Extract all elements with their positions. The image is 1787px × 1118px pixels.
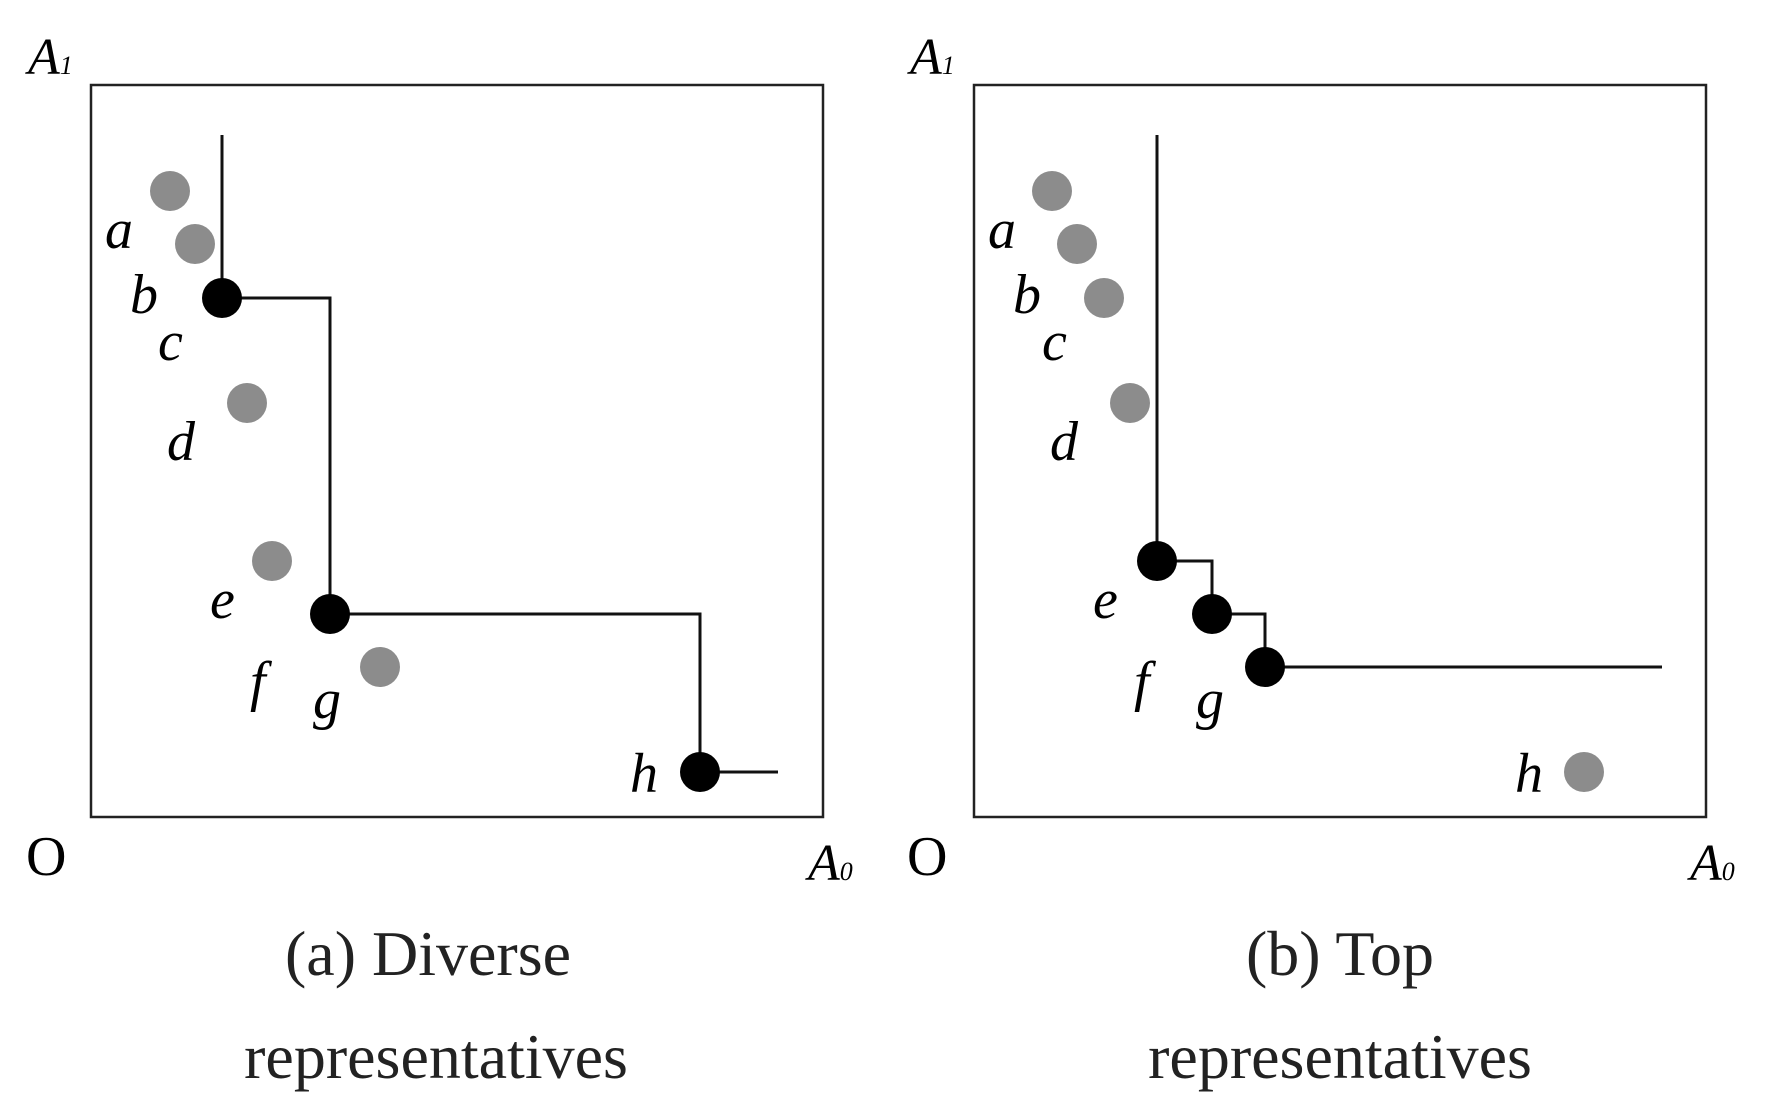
point-h-top [1564, 752, 1604, 792]
point-label-h-diverse: h [630, 743, 658, 805]
point-label-b-top: b [1013, 264, 1041, 326]
caption-title-top: (b) Top [1246, 918, 1434, 989]
point-g-diverse [360, 647, 400, 687]
origin-label-diverse: O [26, 826, 66, 888]
point-d-diverse [227, 383, 267, 423]
y-axis-label-diverse: A1 [25, 29, 73, 86]
point-label-a-diverse: a [105, 199, 133, 261]
point-b-top [1057, 224, 1097, 264]
point-a-top [1032, 171, 1072, 211]
point-b-diverse [175, 224, 215, 264]
plot-frame-top [972, 83, 1708, 819]
point-label-c-top: c [1042, 311, 1067, 373]
skyline-boundary-top [1155, 135, 1662, 669]
point-label-a-top: a [988, 199, 1016, 261]
point-label-f-diverse: f [250, 651, 273, 713]
point-d-top [1110, 383, 1150, 423]
origin-label-top: O [907, 826, 947, 888]
x-axis-label-top: A0 [1687, 835, 1735, 892]
point-label-g-diverse: g [313, 669, 341, 731]
panel-diverse: A1 A0 O a b c d e f g h (a) Diverse repr… [25, 29, 853, 1092]
point-e-diverse [252, 541, 292, 581]
point-label-d-diverse: d [167, 411, 196, 473]
point-h-diverse [680, 752, 720, 792]
point-e-top [1137, 541, 1177, 581]
point-c-top [1084, 278, 1124, 318]
x-axis-label-diverse: A0 [805, 835, 853, 892]
point-label-c-diverse: c [158, 311, 183, 373]
plot-frame-diverse [89, 83, 825, 819]
point-label-e-top: e [1093, 569, 1118, 631]
point-f-diverse [310, 594, 350, 634]
point-label-g-top: g [1196, 669, 1224, 731]
y-axis-label-top: A1 [907, 29, 955, 86]
point-label-b-diverse: b [130, 264, 158, 326]
caption-subtitle-top: representatives [1148, 1021, 1532, 1092]
point-a-diverse [150, 171, 190, 211]
point-g-top [1245, 647, 1285, 687]
point-f-top [1192, 594, 1232, 634]
point-label-d-top: d [1050, 411, 1079, 473]
point-label-f-top: f [1134, 651, 1157, 713]
point-label-e-diverse: e [210, 569, 235, 631]
caption-subtitle-diverse: representatives [244, 1021, 628, 1092]
point-label-h-top: h [1515, 743, 1543, 805]
skyline-boundary-diverse [220, 135, 778, 774]
panel-top: A1 A0 O a b c d e f g h (b) Top represen… [907, 29, 1735, 1092]
caption-title-diverse: (a) Diverse [285, 918, 571, 989]
point-c-diverse [202, 278, 242, 318]
